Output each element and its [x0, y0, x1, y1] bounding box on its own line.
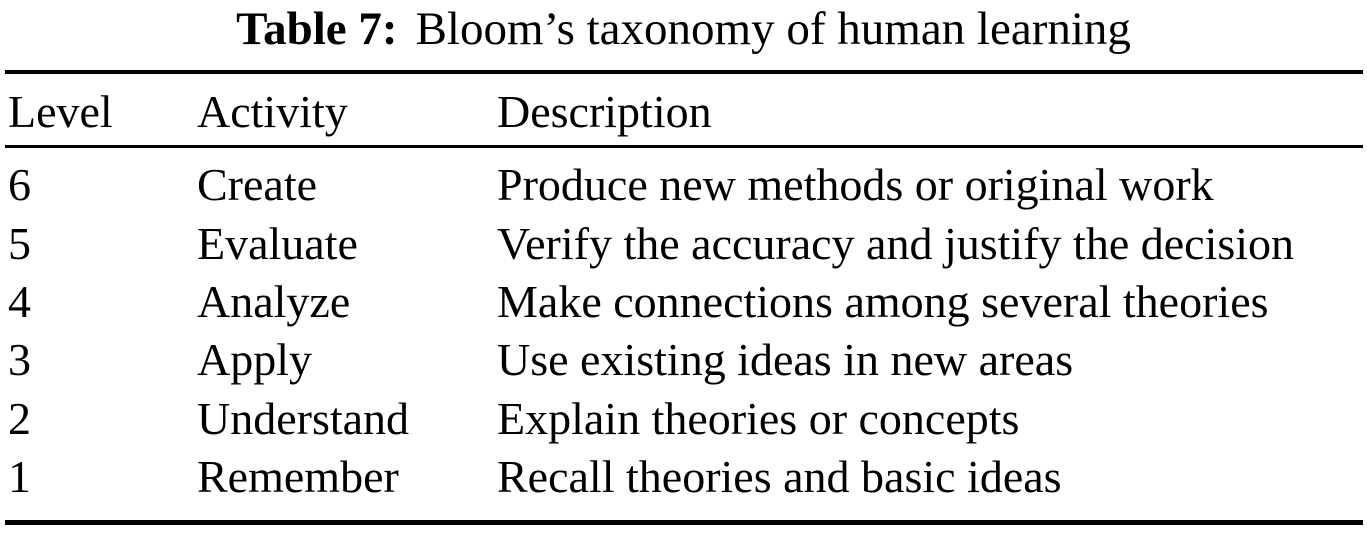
table-body: 6 Create Produce new methods or original… — [8, 156, 1362, 506]
cell-level: 4 — [8, 275, 31, 327]
column-header-activity: Activity — [197, 86, 348, 137]
table-row: 5 Evaluate Verify the accuracy and justi… — [8, 214, 1362, 272]
cell-level: 6 — [8, 159, 31, 211]
cell-description: Make connections among several theories — [497, 275, 1269, 327]
cell-description: Verify the accuracy and justify the deci… — [497, 217, 1295, 269]
cell-activity: Create — [197, 159, 318, 211]
table-caption-text: Bloom’s taxonomy of human learning — [415, 3, 1131, 55]
table-header-rule — [5, 145, 1363, 148]
cell-description: Explain theories or concepts — [497, 392, 1020, 444]
cell-activity: Remember — [197, 451, 399, 503]
cell-activity: Apply — [197, 334, 312, 386]
table-row: 1 Remember Recall theories and basic ide… — [8, 448, 1362, 506]
table-caption: Table 7: Bloom’s taxonomy of human learni… — [0, 2, 1367, 56]
cell-activity: Understand — [197, 392, 410, 444]
column-header-description: Description — [497, 86, 712, 137]
table-top-rule — [5, 70, 1363, 74]
table-row: 3 Apply Use existing ideas in new areas — [8, 331, 1362, 389]
cell-description: Recall theories and basic ideas — [497, 451, 1062, 503]
cell-level: 2 — [8, 392, 31, 444]
table-row: 4 Analyze Make connections among several… — [8, 273, 1362, 331]
cell-description: Use existing ideas in new areas — [497, 334, 1074, 386]
cell-level: 3 — [8, 334, 31, 386]
table-header-row: Level Activity Description — [8, 74, 1362, 145]
table-row: 6 Create Produce new methods or original… — [8, 156, 1362, 214]
cell-level: 5 — [8, 217, 31, 269]
column-header-level: Level — [8, 86, 113, 137]
cell-description: Produce new methods or original work — [497, 159, 1214, 211]
table-bottom-rule — [5, 520, 1363, 525]
table-row: 2 Understand Explain theories or concept… — [8, 390, 1362, 448]
cell-level: 1 — [8, 451, 31, 503]
cell-activity: Analyze — [197, 275, 351, 327]
table-caption-label: Table 7: — [236, 3, 398, 55]
cell-activity: Evaluate — [197, 217, 358, 269]
